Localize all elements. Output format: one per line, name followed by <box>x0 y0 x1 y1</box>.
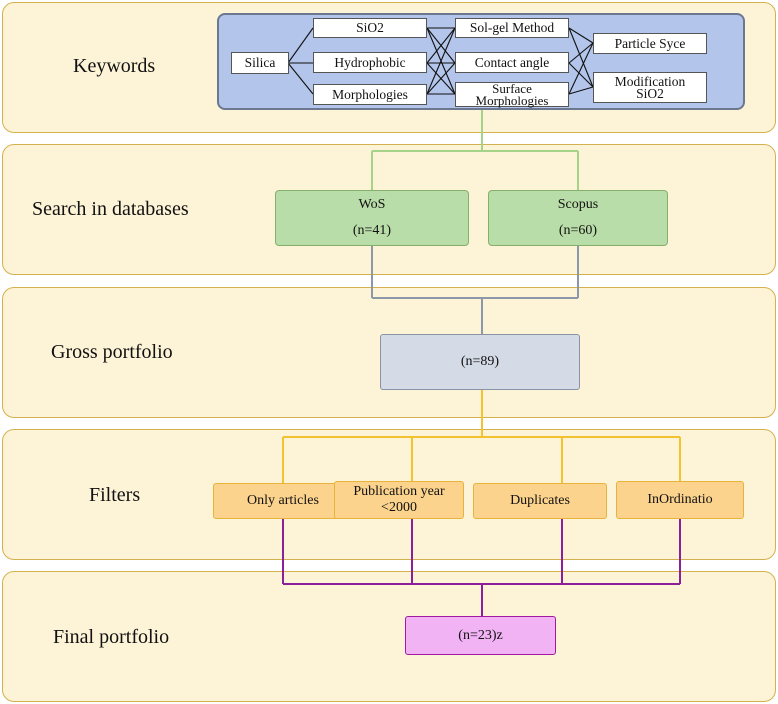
connector-keywords-to-databases <box>371 110 579 190</box>
database-wos: WoS (n=41) <box>275 190 469 246</box>
keyword-contact-angle: Contact angle <box>455 52 569 73</box>
filter-inordinatio: InOrdinatio <box>616 481 744 519</box>
filter-only-articles: Only articles <box>213 483 353 519</box>
keyword-morphologies: Morphologies <box>313 84 427 105</box>
keyword-surface-morphologies: Surface Morphologies <box>455 82 569 107</box>
database-wos-name: WoS <box>358 197 386 212</box>
keyword-silica: Silica <box>231 52 289 74</box>
stage-label-filters: Filters <box>89 484 141 506</box>
filter-inordinatio-label: InOrdinatio <box>647 492 713 507</box>
stage-label-final: Final portfolio <box>53 626 170 648</box>
final-portfolio-box: (n=23)z <box>405 616 556 655</box>
keyword-particle-syce: Particle Syce <box>593 33 707 54</box>
connector-gross-to-filters <box>282 390 681 483</box>
connector-databases-to-gross <box>371 246 579 334</box>
database-scopus-name: Scopus <box>557 197 599 212</box>
filter-only-articles-label: Only articles <box>247 493 319 508</box>
keyword-sio2: SiO2 <box>313 18 427 38</box>
filter-duplicates: Duplicates <box>473 483 607 519</box>
stage-label-gross: Gross portfolio <box>51 341 173 363</box>
database-wos-count: (n=41) <box>352 223 392 238</box>
filter-publication-year-label: Publication year <2000 <box>353 484 445 515</box>
final-portfolio-count: (n=23)z <box>458 627 503 643</box>
filter-publication-year: Publication year <2000 <box>334 481 464 519</box>
keyword-modification-sio2: Modification SiO2 <box>593 72 707 103</box>
keyword-links <box>287 27 594 95</box>
filter-duplicates-label: Duplicates <box>510 493 570 508</box>
database-scopus-count: (n=60) <box>558 223 598 238</box>
gross-portfolio-box: (n=89) <box>380 334 580 390</box>
database-scopus: Scopus (n=60) <box>488 190 668 246</box>
stage-final <box>2 571 776 702</box>
keyword-sol-gel-method: Sol-gel Method <box>455 18 569 38</box>
stage-label-search: Search in databases <box>32 198 189 220</box>
stage-label-keywords: Keywords <box>73 55 156 77</box>
keyword-hydrophobic: Hydrophobic <box>313 52 427 73</box>
connector-filters-to-final <box>282 519 681 616</box>
gross-portfolio-count: (n=89) <box>460 354 500 369</box>
